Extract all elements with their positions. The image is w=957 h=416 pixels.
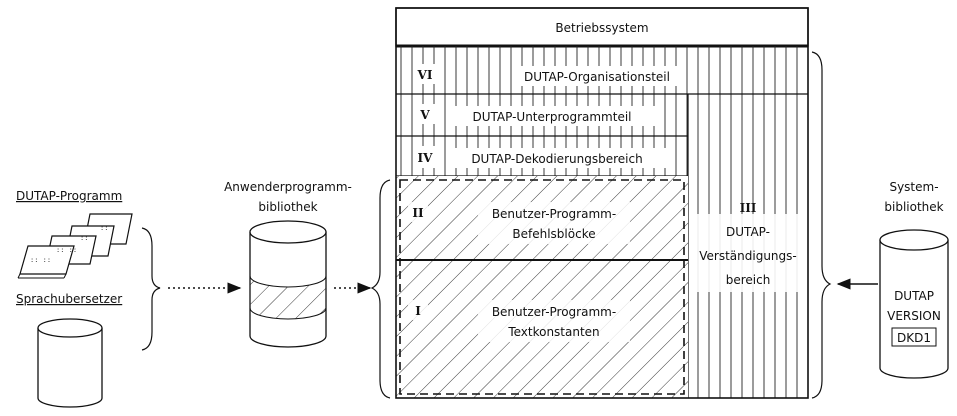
section-iv-roman: IV	[418, 151, 434, 165]
user-program-dashed-boundary	[399, 179, 685, 395]
memory-left-brace	[370, 179, 391, 399]
system-library-label-line2: bibliothek	[884, 200, 943, 214]
section-iii-line1: DUTAP-	[726, 225, 770, 239]
dutap-program-group: DUTAP-Programm :: :: :: :: :: :: Sprachu…	[16, 189, 161, 408]
section-ii-command-blocks: II Benutzer-Programm- Befehlsblöcke	[412, 206, 616, 241]
translator-label: Sprachubersetzer	[16, 292, 122, 306]
section-v-roman: V	[419, 108, 430, 122]
user-program-library: Anwenderprogramm- bibliothek	[224, 180, 352, 348]
translator-cylinder-icon	[37, 318, 103, 408]
system-library-label-line1: System-	[889, 180, 938, 194]
section-v-label: DUTAP-Unterprogrammteil	[472, 110, 631, 124]
user-library-disk-icon	[249, 220, 327, 348]
svg-text::: ::: :: ::	[56, 246, 77, 254]
section-vi-organisation: VI DUTAP-Organisationsteil	[417, 68, 670, 84]
section-iii-communication: III DUTAP- Verständigungs- bereich	[699, 201, 797, 287]
svg-text:::: ::	[100, 224, 108, 232]
punch-cards-icon: :: :: :: :: :: ::	[17, 213, 133, 279]
user-library-label-line1: Anwenderprogramm-	[224, 180, 352, 194]
section-ii-line1: Benutzer-Programm-	[492, 207, 616, 221]
section-iv-label: DUTAP-Dekodierungsbereich	[471, 152, 642, 166]
system-library-disk-icon: DUTAP VERSION DKD1	[879, 229, 949, 379]
section-vi-roman: VI	[417, 68, 433, 82]
memory-right-brace	[811, 51, 832, 399]
operating-system-label: Betriebssystem	[555, 21, 648, 35]
main-memory-map: Betriebssystem VI DUTAP-Organis	[395, 7, 809, 399]
left-group-brace	[141, 227, 161, 351]
section-v-subroutine: V DUTAP-Dekodierungsbereich DUTAP-Unterp…	[419, 108, 631, 124]
section-i-line1: Benutzer-Programm-	[492, 305, 616, 319]
section-i-roman: I	[415, 304, 421, 318]
section-ii-roman: II	[412, 206, 424, 220]
system-disk-line3: DKD1	[897, 331, 931, 345]
system-disk-line2: VERSION	[887, 309, 941, 323]
section-iv-decoding: IV DUTAP-Dekodierungsbereich	[418, 151, 643, 166]
section-iii-roman: III	[740, 201, 757, 215]
system-library: System- bibliothek DUTAP VERSION DKD1	[879, 180, 949, 379]
user-library-label-line2: bibliothek	[258, 200, 317, 214]
dutap-program-label: DUTAP-Programm	[16, 189, 122, 203]
svg-text::: ::: :: ::	[30, 256, 51, 264]
section-i-line2: Textkonstanten	[507, 325, 599, 339]
svg-text:::: ::	[80, 234, 88, 242]
section-i-text-constants: I Benutzer-Programm- Textkonstanten	[415, 304, 616, 339]
section-iii-line3: bereich	[726, 273, 771, 287]
section-ii-line2: Befehlsblöcke	[512, 227, 595, 241]
section-vi-text: DUTAP-Organisationsteil	[524, 70, 670, 84]
section-iii-line2: Verständigungs-	[699, 249, 797, 263]
system-disk-line1: DUTAP	[894, 289, 934, 303]
